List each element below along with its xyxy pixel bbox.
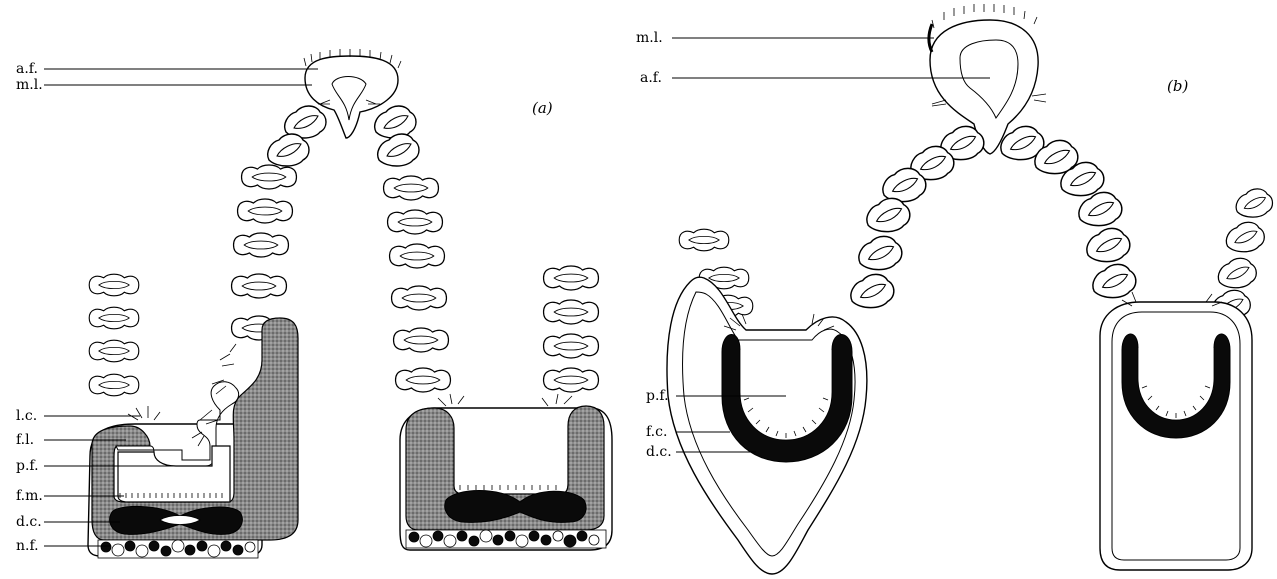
segment-column-b-right-arch bbox=[1001, 126, 1136, 297]
label-b-dc: d.c. bbox=[646, 444, 672, 460]
label-b-af: a.f. bbox=[640, 70, 662, 86]
segment-column-a-right-arch bbox=[375, 106, 451, 392]
segment-column-a-far-left bbox=[89, 274, 139, 396]
panel-b: m.l. a.f. p.f. f.c. d.c. (b) bbox=[636, 4, 1272, 574]
pit-organ-b-left bbox=[667, 277, 867, 574]
label-a-nf: n.f. bbox=[16, 538, 39, 554]
panel-a: a.f. m.l. l.c. f.l. p.f. f.m. d.c. n.f. … bbox=[16, 49, 612, 558]
label-a-af: a.f. bbox=[16, 61, 38, 77]
label-b-ml: m.l. bbox=[636, 30, 663, 46]
nerve-fibres-a-right bbox=[406, 530, 606, 548]
label-a-fl: f.l. bbox=[16, 432, 34, 448]
panel-b-tag: (b) bbox=[1167, 77, 1188, 95]
nerve-fibres-a-left bbox=[98, 540, 258, 558]
panel-a-tag: (a) bbox=[532, 99, 553, 117]
label-b-pf: p.f. bbox=[646, 388, 669, 404]
segment-column-a-left-arch bbox=[232, 106, 326, 340]
pit-organ-b-right bbox=[1100, 292, 1252, 570]
label-a-dc: d.c. bbox=[16, 514, 42, 530]
segment-column-b-left-arch bbox=[851, 126, 984, 307]
segment-column-b-far-right bbox=[1212, 189, 1272, 320]
label-a-pf: p.f. bbox=[16, 458, 39, 474]
pit-organ-a-right bbox=[400, 394, 612, 550]
label-a-ml: m.l. bbox=[16, 77, 43, 93]
segment-column-a-far-right bbox=[544, 266, 599, 392]
label-a-fm: f.m. bbox=[16, 488, 43, 504]
label-b-fc: f.c. bbox=[646, 424, 667, 440]
label-a-lc: l.c. bbox=[16, 408, 37, 424]
